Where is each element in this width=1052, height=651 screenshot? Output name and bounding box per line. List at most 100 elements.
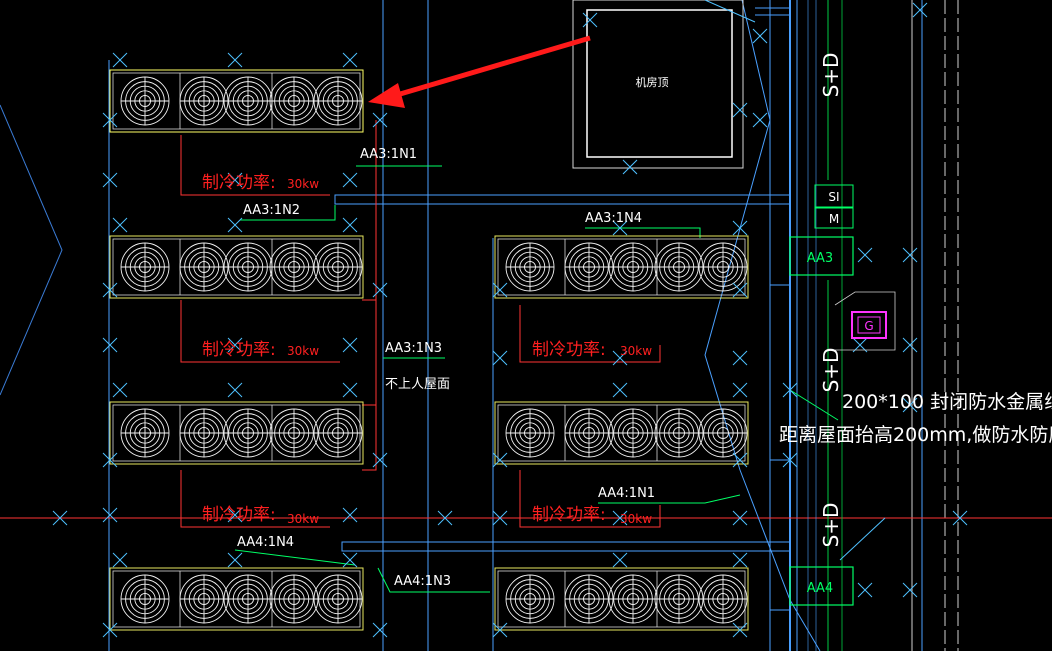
note-leader	[789, 389, 839, 421]
note-line-1: 200*100 封闭防水金属线	[842, 391, 1052, 413]
fan-icon	[120, 574, 170, 624]
circuit-leader	[598, 494, 741, 504]
power-value-text: 30kw	[620, 344, 652, 358]
outdoor-unit[interactable]	[109, 235, 364, 299]
machine-room-inner	[586, 9, 733, 158]
cross-marker-icon	[342, 172, 358, 188]
cross-marker-icon	[732, 350, 748, 366]
cross-marker-icon	[102, 172, 118, 188]
outdoor-unit[interactable]	[494, 401, 749, 465]
cross-marker-icon	[372, 112, 388, 128]
cross-marker-icon	[342, 337, 358, 353]
power-label: 制冷功率: 30kw	[202, 505, 319, 526]
outdoor-unit[interactable]	[109, 69, 364, 133]
circuit-label-aa3-1n2: AA3:1N2	[243, 203, 300, 218]
cross-marker-icon	[492, 452, 508, 468]
leader-line	[704, 0, 756, 23]
power-value-text: 30kw	[287, 344, 319, 358]
fan-icon	[313, 574, 363, 624]
cross-marker-icon	[342, 382, 358, 398]
fan-icon	[654, 574, 704, 624]
circuit-label-aa4-1n1: AA4:1N1	[598, 486, 655, 501]
fan-icon	[698, 574, 748, 624]
fan-icon	[269, 574, 319, 624]
panel-g[interactable]: G	[834, 291, 896, 351]
cross-marker-icon	[52, 510, 68, 526]
cross-marker-icon	[112, 52, 128, 68]
cross-marker-icon	[612, 220, 628, 236]
cross-marker-icon	[952, 510, 968, 526]
fan-icon	[120, 408, 170, 458]
outdoor-unit[interactable]	[494, 235, 749, 299]
cable-tray-aa3	[334, 194, 791, 205]
fan-icon	[505, 242, 555, 292]
cross-marker-icon	[227, 52, 243, 68]
power-rating-text: 制冷功率:	[202, 340, 276, 360]
circuit-label-aa3-1n4: AA3:1N4	[585, 211, 642, 226]
cross-marker-icon	[102, 112, 118, 128]
cross-marker-icon	[227, 337, 243, 353]
cross-marker-icon	[112, 217, 128, 233]
cross-marker-icon	[752, 112, 768, 128]
cross-marker-icon	[342, 52, 358, 68]
power-leader	[519, 305, 661, 363]
cross-marker-icon	[342, 217, 358, 233]
circuit-leader	[234, 549, 356, 566]
outdoor-unit[interactable]	[494, 567, 749, 631]
panel-si-label: SI	[828, 190, 839, 204]
circuit-label-aa4-1n3: AA4:1N3	[394, 574, 451, 589]
cross-marker-icon	[227, 217, 243, 233]
cross-marker-icon	[732, 102, 748, 118]
panel-aa3[interactable]: AA3	[789, 236, 854, 276]
cross-marker-icon	[372, 452, 388, 468]
cross-marker-icon	[782, 382, 798, 398]
fan-icon	[608, 408, 658, 458]
circuit-label-aa4-1n4: AA4:1N4	[237, 535, 294, 550]
cross-marker-icon	[857, 247, 873, 263]
cross-marker-icon	[102, 622, 118, 638]
cross-marker-icon	[227, 172, 243, 188]
cross-marker-icon	[782, 452, 798, 468]
fan-icon	[223, 408, 273, 458]
panel-si[interactable]: SI	[814, 184, 854, 208]
cross-marker-icon	[492, 622, 508, 638]
roof-outline	[704, 0, 821, 651]
panel-aa4-label: AA4	[807, 581, 833, 596]
panel-g-label: G	[864, 319, 873, 333]
fan-icon	[654, 408, 704, 458]
cross-marker-icon	[492, 510, 508, 526]
cross-marker-icon	[102, 507, 118, 523]
cross-marker-icon	[752, 28, 768, 44]
panel-m[interactable]: M	[814, 207, 854, 229]
fan-icon	[654, 242, 704, 292]
power-leader	[180, 135, 330, 196]
cross-marker-icon	[902, 397, 918, 413]
circuit-leader	[377, 567, 490, 593]
fan-icon	[564, 574, 614, 624]
sd-label-top: S+D	[819, 53, 843, 98]
fan-icon	[179, 76, 229, 126]
outdoor-unit[interactable]	[109, 401, 364, 465]
cross-marker-icon	[612, 510, 628, 526]
cross-marker-icon	[342, 507, 358, 523]
outdoor-unit[interactable]	[109, 567, 364, 631]
cross-marker-icon	[902, 337, 918, 353]
outdoor-units	[109, 69, 749, 631]
power-label: 制冷功率: 30kw	[532, 340, 652, 360]
cross-marker-icon	[102, 337, 118, 353]
cross-marker-icon	[612, 350, 628, 366]
fan-icon	[179, 574, 229, 624]
cross-marker-icon	[902, 582, 918, 598]
cross-marker-icon	[732, 282, 748, 298]
cross-marker-icon	[227, 552, 243, 568]
fan-icon	[269, 408, 319, 458]
panel-aa4[interactable]: AA4	[789, 566, 854, 606]
circuit-leader	[585, 227, 701, 238]
cross-marker-icon	[112, 552, 128, 568]
power-rating-text: 制冷功率:	[202, 173, 276, 193]
power-label: 制冷功率: 30kw	[202, 340, 319, 360]
cross-marker-icon	[372, 622, 388, 638]
